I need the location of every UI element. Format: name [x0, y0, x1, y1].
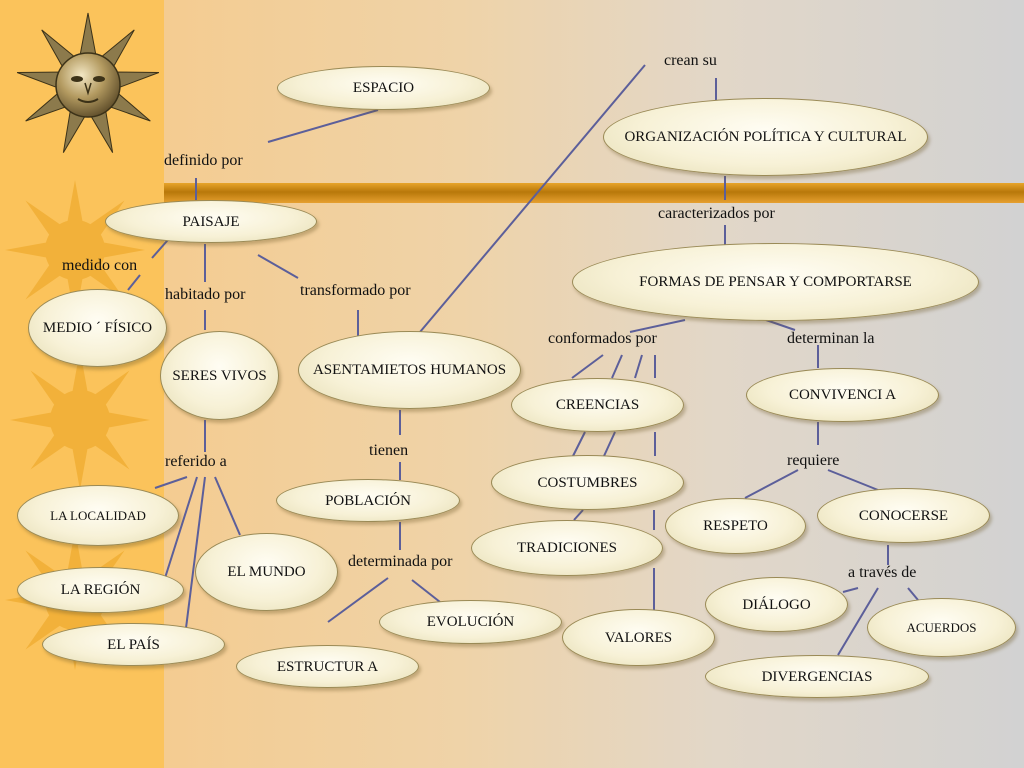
- node-seres-vivos: SERES VIVOS: [160, 331, 279, 420]
- label-determinada-por: determinada por: [348, 553, 453, 570]
- connector: [571, 354, 604, 379]
- connector: [603, 431, 616, 457]
- node-conocerse: CONOCERSE: [817, 488, 990, 543]
- node-el-pais: EL PAÍS: [42, 623, 225, 666]
- label-tienen: tienen: [369, 442, 409, 459]
- connector: [827, 469, 879, 491]
- node-divergencias: DIVERGENCIAS: [705, 655, 929, 698]
- node-respeto: RESPETO: [665, 498, 806, 554]
- connector: [164, 476, 198, 579]
- connector: [411, 579, 441, 603]
- node-la-region: LA REGIÓN: [17, 567, 184, 613]
- label-determinan-la: determinan la: [787, 330, 875, 347]
- connector: [419, 64, 646, 333]
- connector: [837, 587, 879, 656]
- node-medio-fisico: MEDIO ´ FÍSICO: [28, 289, 167, 367]
- sun-face-icon: [16, 12, 160, 153]
- node-poblacion: POBLACIÓN: [276, 479, 460, 522]
- node-creencias: CREENCIAS: [511, 378, 684, 432]
- connector: [629, 319, 686, 333]
- node-evolucion: EVOLUCIÓN: [379, 600, 562, 644]
- node-paisaje: PAISAJE: [105, 200, 317, 243]
- node-organizacion: ORGANIZACIÓN POLÍTICA Y CULTURAL: [603, 98, 928, 176]
- node-costumbres: COSTUMBRES: [491, 455, 684, 510]
- node-formas-de-pensar: FORMAS DE PENSAR Y COMPORTARSE: [572, 243, 979, 321]
- connector: [257, 254, 299, 279]
- connector: [634, 354, 643, 379]
- connector: [127, 274, 141, 291]
- connector: [842, 587, 859, 593]
- node-tradiciones: TRADICIONES: [471, 520, 663, 576]
- connector: [573, 509, 584, 521]
- connector: [184, 476, 206, 637]
- node-estructura: ESTRUCTUR A: [236, 645, 419, 688]
- node-dialogo: DIÁLOGO: [705, 577, 848, 632]
- node-valores: VALORES: [562, 609, 715, 666]
- node-espacio: ESPACIO: [277, 66, 490, 110]
- label-habitado-por: habitado por: [165, 286, 246, 303]
- label-definido-por: definido por: [164, 152, 243, 169]
- connector: [744, 469, 799, 499]
- connector: [572, 431, 586, 457]
- node-el-mundo: EL MUNDO: [195, 533, 338, 611]
- node-convivencia: CONVIVENCI A: [746, 368, 939, 422]
- node-acuerdos: ACUERDOS: [867, 598, 1016, 657]
- label-crean-su: crean su: [664, 52, 717, 69]
- node-la-localidad: LA LOCALIDAD: [17, 485, 179, 546]
- connector: [611, 354, 623, 379]
- connector: [327, 577, 389, 623]
- label-referido-a: referido a: [165, 453, 227, 470]
- node-asentamientos-humanos: ASENTAMIETOS HUMANOS: [298, 331, 521, 409]
- label-caracterizados-por: caracterizados por: [658, 205, 775, 222]
- connector: [154, 476, 188, 489]
- connector: [765, 319, 796, 331]
- label-requiere: requiere: [787, 452, 840, 469]
- connector: [214, 476, 241, 536]
- horizontal-gold-bar: [164, 183, 1024, 203]
- connector: [267, 109, 379, 143]
- label-conformados-por: conformados por: [548, 330, 657, 347]
- label-transformado-por: transformado por: [300, 282, 411, 299]
- label-medido-con: medido con: [62, 257, 138, 274]
- connector: [907, 587, 919, 601]
- label-a-traves-de: a través de: [848, 564, 917, 581]
